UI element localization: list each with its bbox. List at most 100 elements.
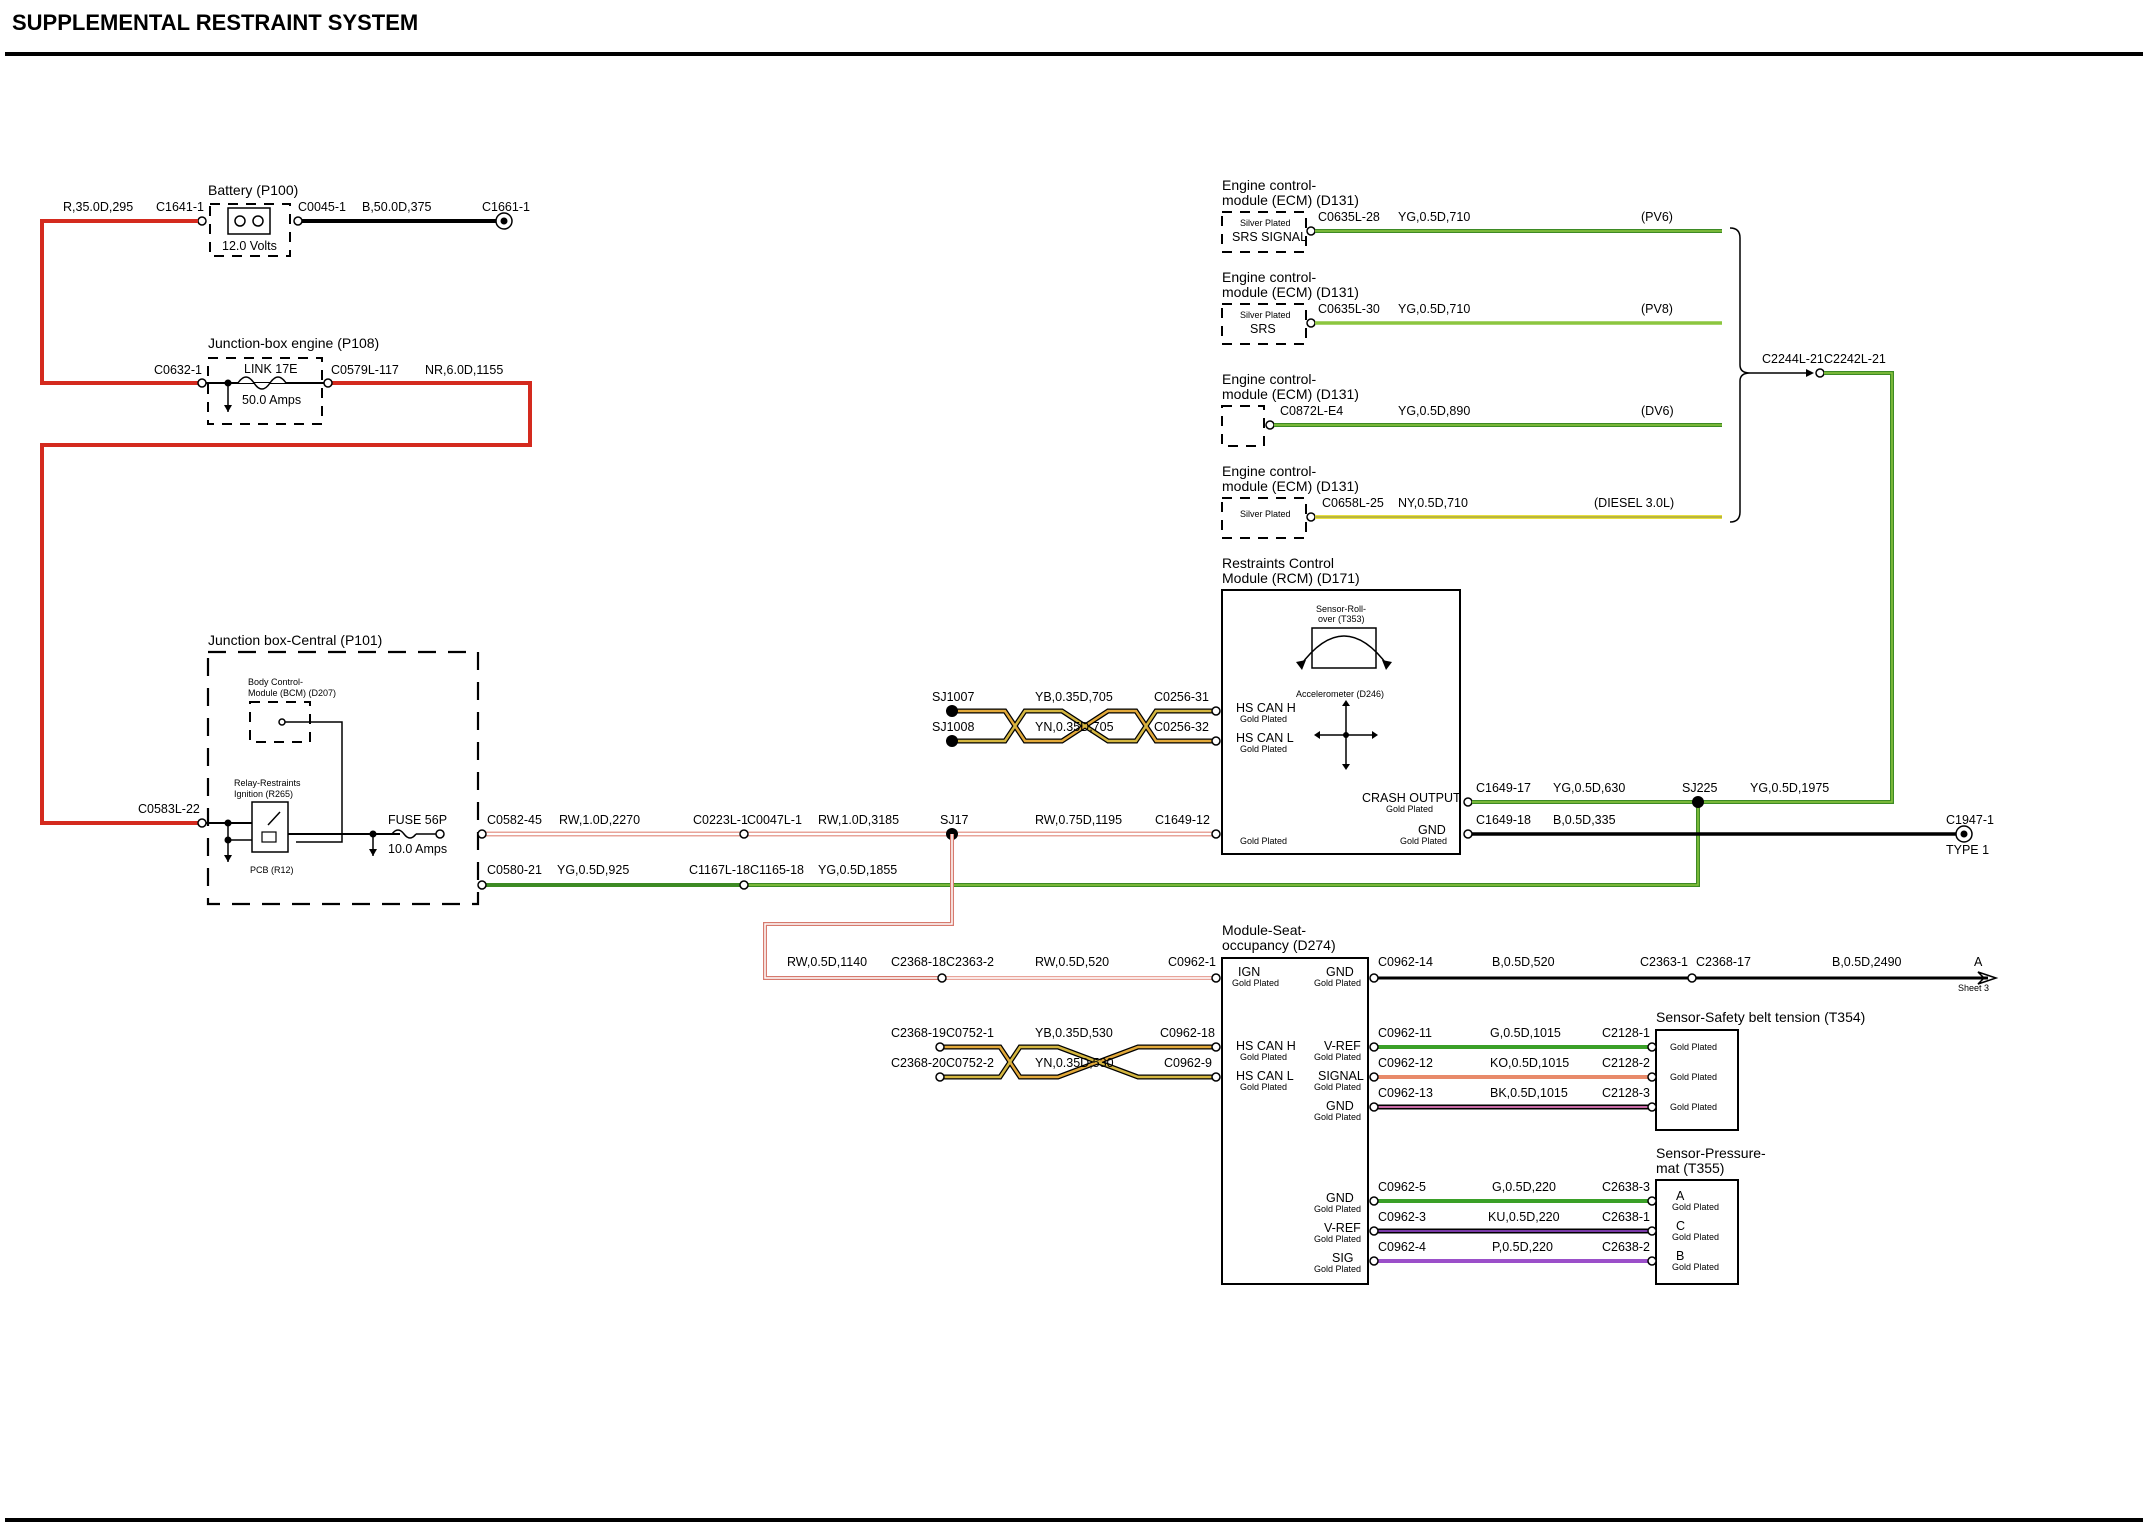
rcm-crash: CRASH OUTPUT (1362, 791, 1461, 805)
conn-c0223: C0223L-1 (693, 813, 748, 827)
conn-c1641: C1641-1 (156, 200, 204, 214)
wire-label-yn705: YN,0.35D,705 (1035, 720, 1114, 734)
pin-c0582 (477, 829, 487, 839)
ground-type1: TYPE 1 (1946, 843, 1989, 857)
conn-c1661: C1661-1 (482, 200, 530, 214)
seat-gnd-mat: GND (1326, 1191, 1354, 1205)
pin-c0632 (197, 378, 207, 388)
belt-sensor-label: Sensor-Safety belt tension (T354) (1656, 1009, 1865, 1025)
conn-c1649-17: C1649-17 (1476, 781, 1531, 795)
pin-c1649-18 (1463, 829, 1473, 839)
rcm-ign-gold: Gold Plated (1240, 836, 1287, 846)
pressure-mat-sensor-t355: Sensor-Pressure- mat (T355) A Gold Plate… (1655, 1145, 1766, 1285)
rcm-can-h: HS CAN H (1236, 701, 1296, 715)
conn-c0962-9: C0962-9 (1164, 1056, 1212, 1070)
wire-yg-1975 (1480, 371, 1894, 804)
pin-c0580 (477, 880, 487, 890)
splice-sj1008: SJ1008 (932, 720, 974, 734)
ecm4-plating: Silver Plated (1240, 509, 1291, 519)
seat-vref-1-gold: Gold Plated (1314, 1052, 1361, 1062)
conn-c1649-12: C1649-12 (1155, 813, 1210, 827)
rollover-sensor-icon (1311, 627, 1377, 669)
conn-c2368-19: C2368-19 (891, 1026, 946, 1040)
pcb-label: PCB (R12) (250, 865, 294, 875)
seat-signal-gold: Gold Plated (1314, 1082, 1361, 1092)
wire-r35-red (40, 219, 202, 385)
ecm1-variant: (PV6) (1641, 210, 1673, 224)
ecm4-label-2: module (ECM) (D131) (1222, 478, 1359, 494)
junction-box-engine-p108: Junction-box engine (P108) LINK 17E 50.0… (204, 335, 379, 425)
seat-gnd-top-gold: Gold Plated (1314, 978, 1361, 988)
relay-icon (251, 801, 289, 853)
pin-c2242 (1815, 368, 1825, 378)
splice-sj225 (1692, 796, 1704, 808)
ecm-1: Engine control- module (ECM) (D131) Silv… (1221, 177, 1722, 253)
seat-can-l-gold: Gold Plated (1240, 1082, 1287, 1092)
junction-central-label: Junction box-Central (P101) (208, 632, 382, 648)
offsheet-arrow-icon (1977, 971, 1999, 985)
wire-label-b335: B,0.5D,335 (1553, 813, 1616, 827)
ecm3-variant: (DV6) (1641, 404, 1674, 418)
pin-c1641 (197, 216, 207, 226)
ecm-4: Engine control- module (ECM) (D131) Silv… (1221, 463, 1722, 539)
conn-c1649-18: C1649-18 (1476, 813, 1531, 827)
ecm2-pin-label: SRS (1250, 322, 1276, 336)
conn-c0752-2: C0752-2 (946, 1056, 994, 1070)
belt-tension-sensor-t354: Sensor-Safety belt tension (T354) Gold P… (1655, 1009, 1865, 1131)
conn-c2363-1: C2363-1 (1640, 955, 1688, 969)
mat-pin-c-gold: Gold Plated (1672, 1232, 1719, 1242)
mat-pin-b: B (1676, 1249, 1684, 1263)
ecm4-variant: (DIESEL 3.0L) (1594, 496, 1674, 510)
conn-c0752-1: C0752-1 (946, 1026, 994, 1040)
pin-c0579 (323, 378, 333, 388)
rcm-can-twisted-pair (946, 705, 1221, 747)
conn-c0962-3: C0962-3 (1378, 1210, 1426, 1224)
ecm-2: Engine control- module (ECM) (D131) Silv… (1221, 269, 1722, 345)
pin-c0962-14 (1369, 973, 1379, 983)
wire-nr6-red (40, 381, 532, 825)
ecm2-label-1: Engine control- (1222, 269, 1317, 285)
wire-label-yb705: YB,0.35D,705 (1035, 690, 1113, 704)
ecm1-connector: C0635L-28 (1318, 210, 1380, 224)
pin-c2368-17 (1687, 973, 1697, 983)
seat-vref-2-gold: Gold Plated (1314, 1234, 1361, 1244)
wire-label-b2490: B,0.5D,2490 (1832, 955, 1902, 969)
battery-label: Battery (P100) (208, 182, 298, 198)
conn-c2368-17: C2368-17 (1696, 955, 1751, 969)
seat-gnd-belt: GND (1326, 1099, 1354, 1113)
pin-c0045 (293, 216, 303, 226)
wire-label-b50: B,50.0D,375 (362, 200, 432, 214)
conn-c0962-1: C0962-1 (1168, 955, 1216, 969)
seat-occupancy-d274: Module-Seat- occupancy (D274) IGN Gold P… (1221, 922, 1369, 1285)
ecm2-label-2: module (ECM) (D131) (1222, 284, 1359, 300)
ecm2-wire-label: YG,0.5D,710 (1398, 302, 1470, 316)
pin-c0962-1 (1211, 973, 1221, 983)
wire-label-g220: G,0.5D,220 (1492, 1180, 1556, 1194)
rcm-gnd-gold: Gold Plated (1400, 836, 1447, 846)
wire-label-r35: R,35.0D,295 (63, 200, 133, 214)
conn-c2638-2: C2638-2 (1602, 1240, 1650, 1254)
ecm3-label-1: Engine control- (1222, 371, 1317, 387)
ecm1-plating: Silver Plated (1240, 218, 1291, 228)
conn-c0582: C0582-45 (487, 813, 542, 827)
seat-label-1: Module-Seat- (1222, 922, 1306, 938)
splice-sj17-label: SJ17 (940, 813, 969, 827)
conn-c0583: C0583L-22 (138, 802, 200, 816)
link-amps: 50.0 Amps (242, 393, 301, 407)
wire-label-nr6: NR,6.0D,1155 (425, 363, 503, 377)
conn-c2363-2: C2363-2 (946, 955, 994, 969)
conn-c1947: C1947-1 (1946, 813, 1994, 827)
splice-sj1007: SJ1007 (932, 690, 974, 704)
wire-label-yg630: YG,0.5D,630 (1553, 781, 1625, 795)
seat-gnd-belt-gold: Gold Plated (1314, 1112, 1361, 1122)
ecm4-label-1: Engine control- (1222, 463, 1317, 479)
rcm-gnd: GND (1418, 823, 1446, 837)
conn-c2242: C2242L-21 (1824, 352, 1886, 366)
accel-label: Accelerometer (D246) (1296, 689, 1384, 699)
conn-c0256-32: C0256-32 (1154, 720, 1209, 734)
relay-label-1: Relay-Restraints (234, 778, 301, 788)
conn-c0962-12: C0962-12 (1378, 1056, 1433, 1070)
variant-brace (1729, 227, 1751, 523)
ecm2-variant: (PV8) (1641, 302, 1673, 316)
mat-pin-a-gold: Gold Plated (1672, 1202, 1719, 1212)
